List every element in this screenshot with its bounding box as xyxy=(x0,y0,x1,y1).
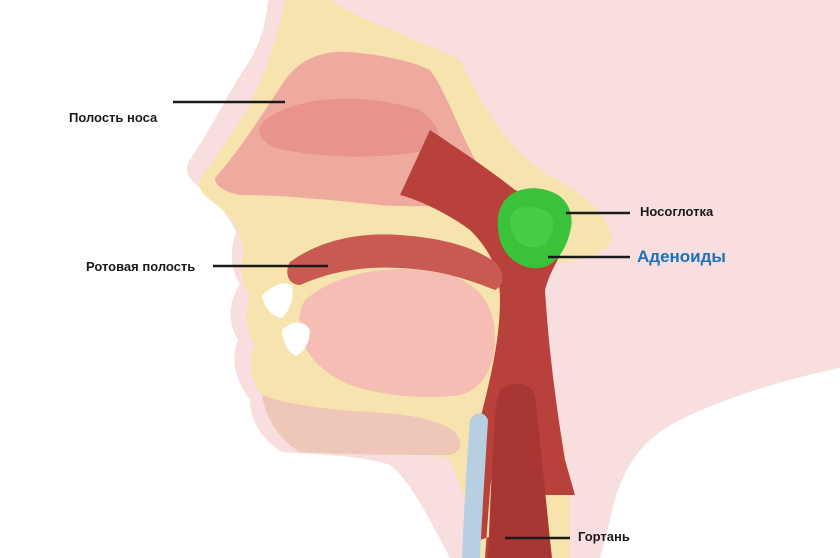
lower-jaw xyxy=(262,395,461,455)
upper-teeth xyxy=(262,283,293,318)
adenoids-texture xyxy=(510,206,554,248)
esophagus-wall xyxy=(462,413,488,558)
nasal-cavity-inner xyxy=(259,98,439,157)
lower-teeth xyxy=(282,322,310,356)
label-nasal-cavity: Полость носа xyxy=(69,110,158,125)
larynx-tube xyxy=(488,383,552,558)
tongue xyxy=(299,268,495,397)
label-adenoids: Аденоиды xyxy=(637,247,726,266)
label-nasopharynx: Носоглотка xyxy=(640,204,714,219)
soft-palate xyxy=(287,234,503,290)
label-oral-cavity: Ротовая полость xyxy=(86,259,196,274)
label-larynx: Гортань xyxy=(578,529,630,544)
